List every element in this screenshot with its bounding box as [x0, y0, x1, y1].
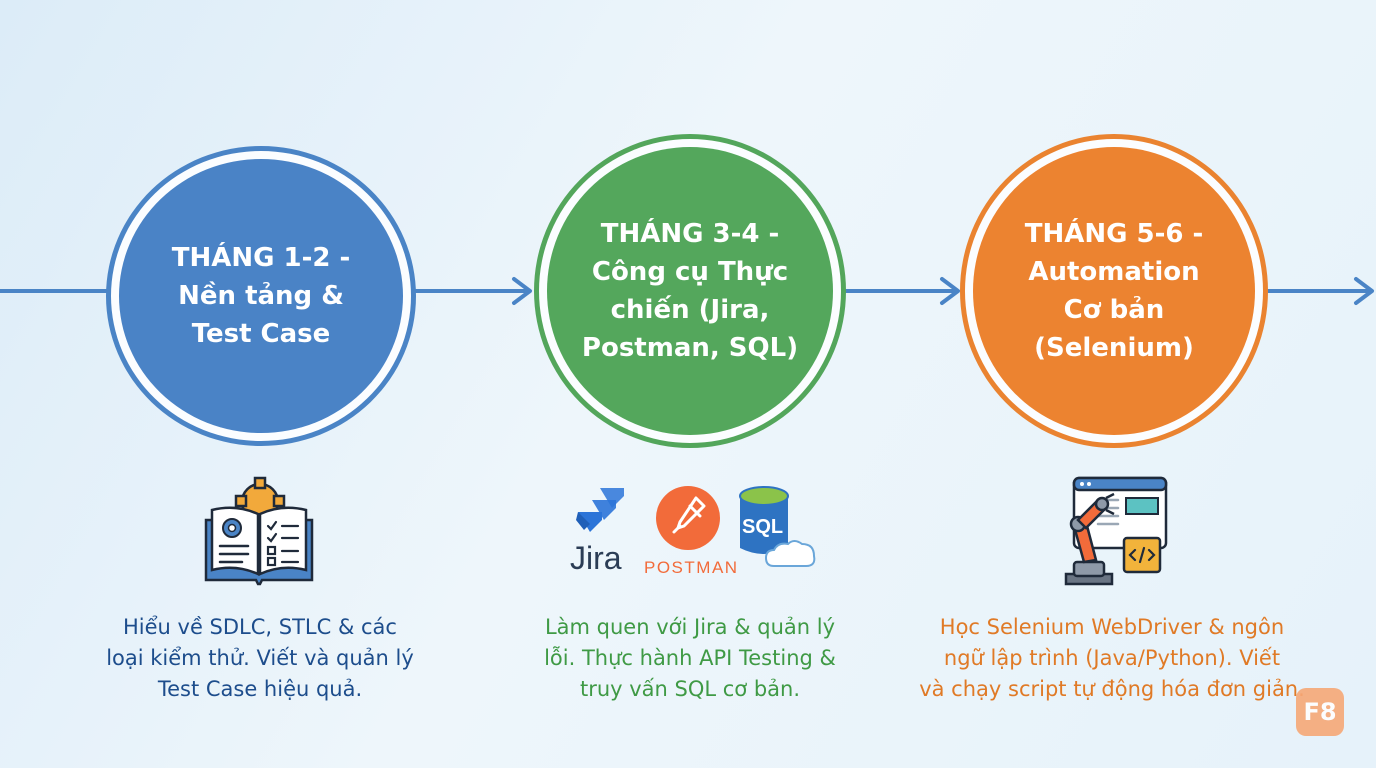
sql-database-icon — [739, 486, 816, 567]
stage-1-title: THÁNG 1-2 - Nền tảng & Test Case — [171, 243, 351, 349]
book-gear-checklist-icon — [204, 476, 314, 586]
sql-logo-text: SQL — [742, 516, 784, 538]
stage-3-title: THÁNG 5-6 - Automation Cơ bản (Selenium) — [1024, 219, 1204, 363]
stage-1-description: Hiểu về SDLC, STLC & các loại kiểm thử. … — [106, 615, 414, 701]
postman-icon — [656, 486, 720, 550]
stage-2-description: Làm quen với Jira & quản lý lỗi. Thực hà… — [544, 615, 836, 701]
stage-3-circle: THÁNG 5-6 - Automation Cơ bản (Selenium) — [960, 134, 1268, 448]
stage-2-circle: THÁNG 3-4 - Công cụ Thực chiến (Jira, Po… — [534, 134, 846, 448]
jira-logo-text: Jira — [570, 540, 622, 576]
robot-arm-browser-icon — [1064, 476, 1168, 586]
stage-1-circle: THÁNG 1-2 - Nền tảng & Test Case — [106, 146, 416, 446]
stage-2-title: THÁNG 3-4 - Công cụ Thực chiến (Jira, Po… — [581, 219, 799, 363]
f8-badge: F8 — [1296, 688, 1344, 736]
stage-3-description: Học Selenium WebDriver & ngôn ngữ lập tr… — [919, 615, 1305, 701]
postman-logo-text: POSTMAN — [644, 558, 739, 577]
jira-icon — [576, 488, 624, 532]
